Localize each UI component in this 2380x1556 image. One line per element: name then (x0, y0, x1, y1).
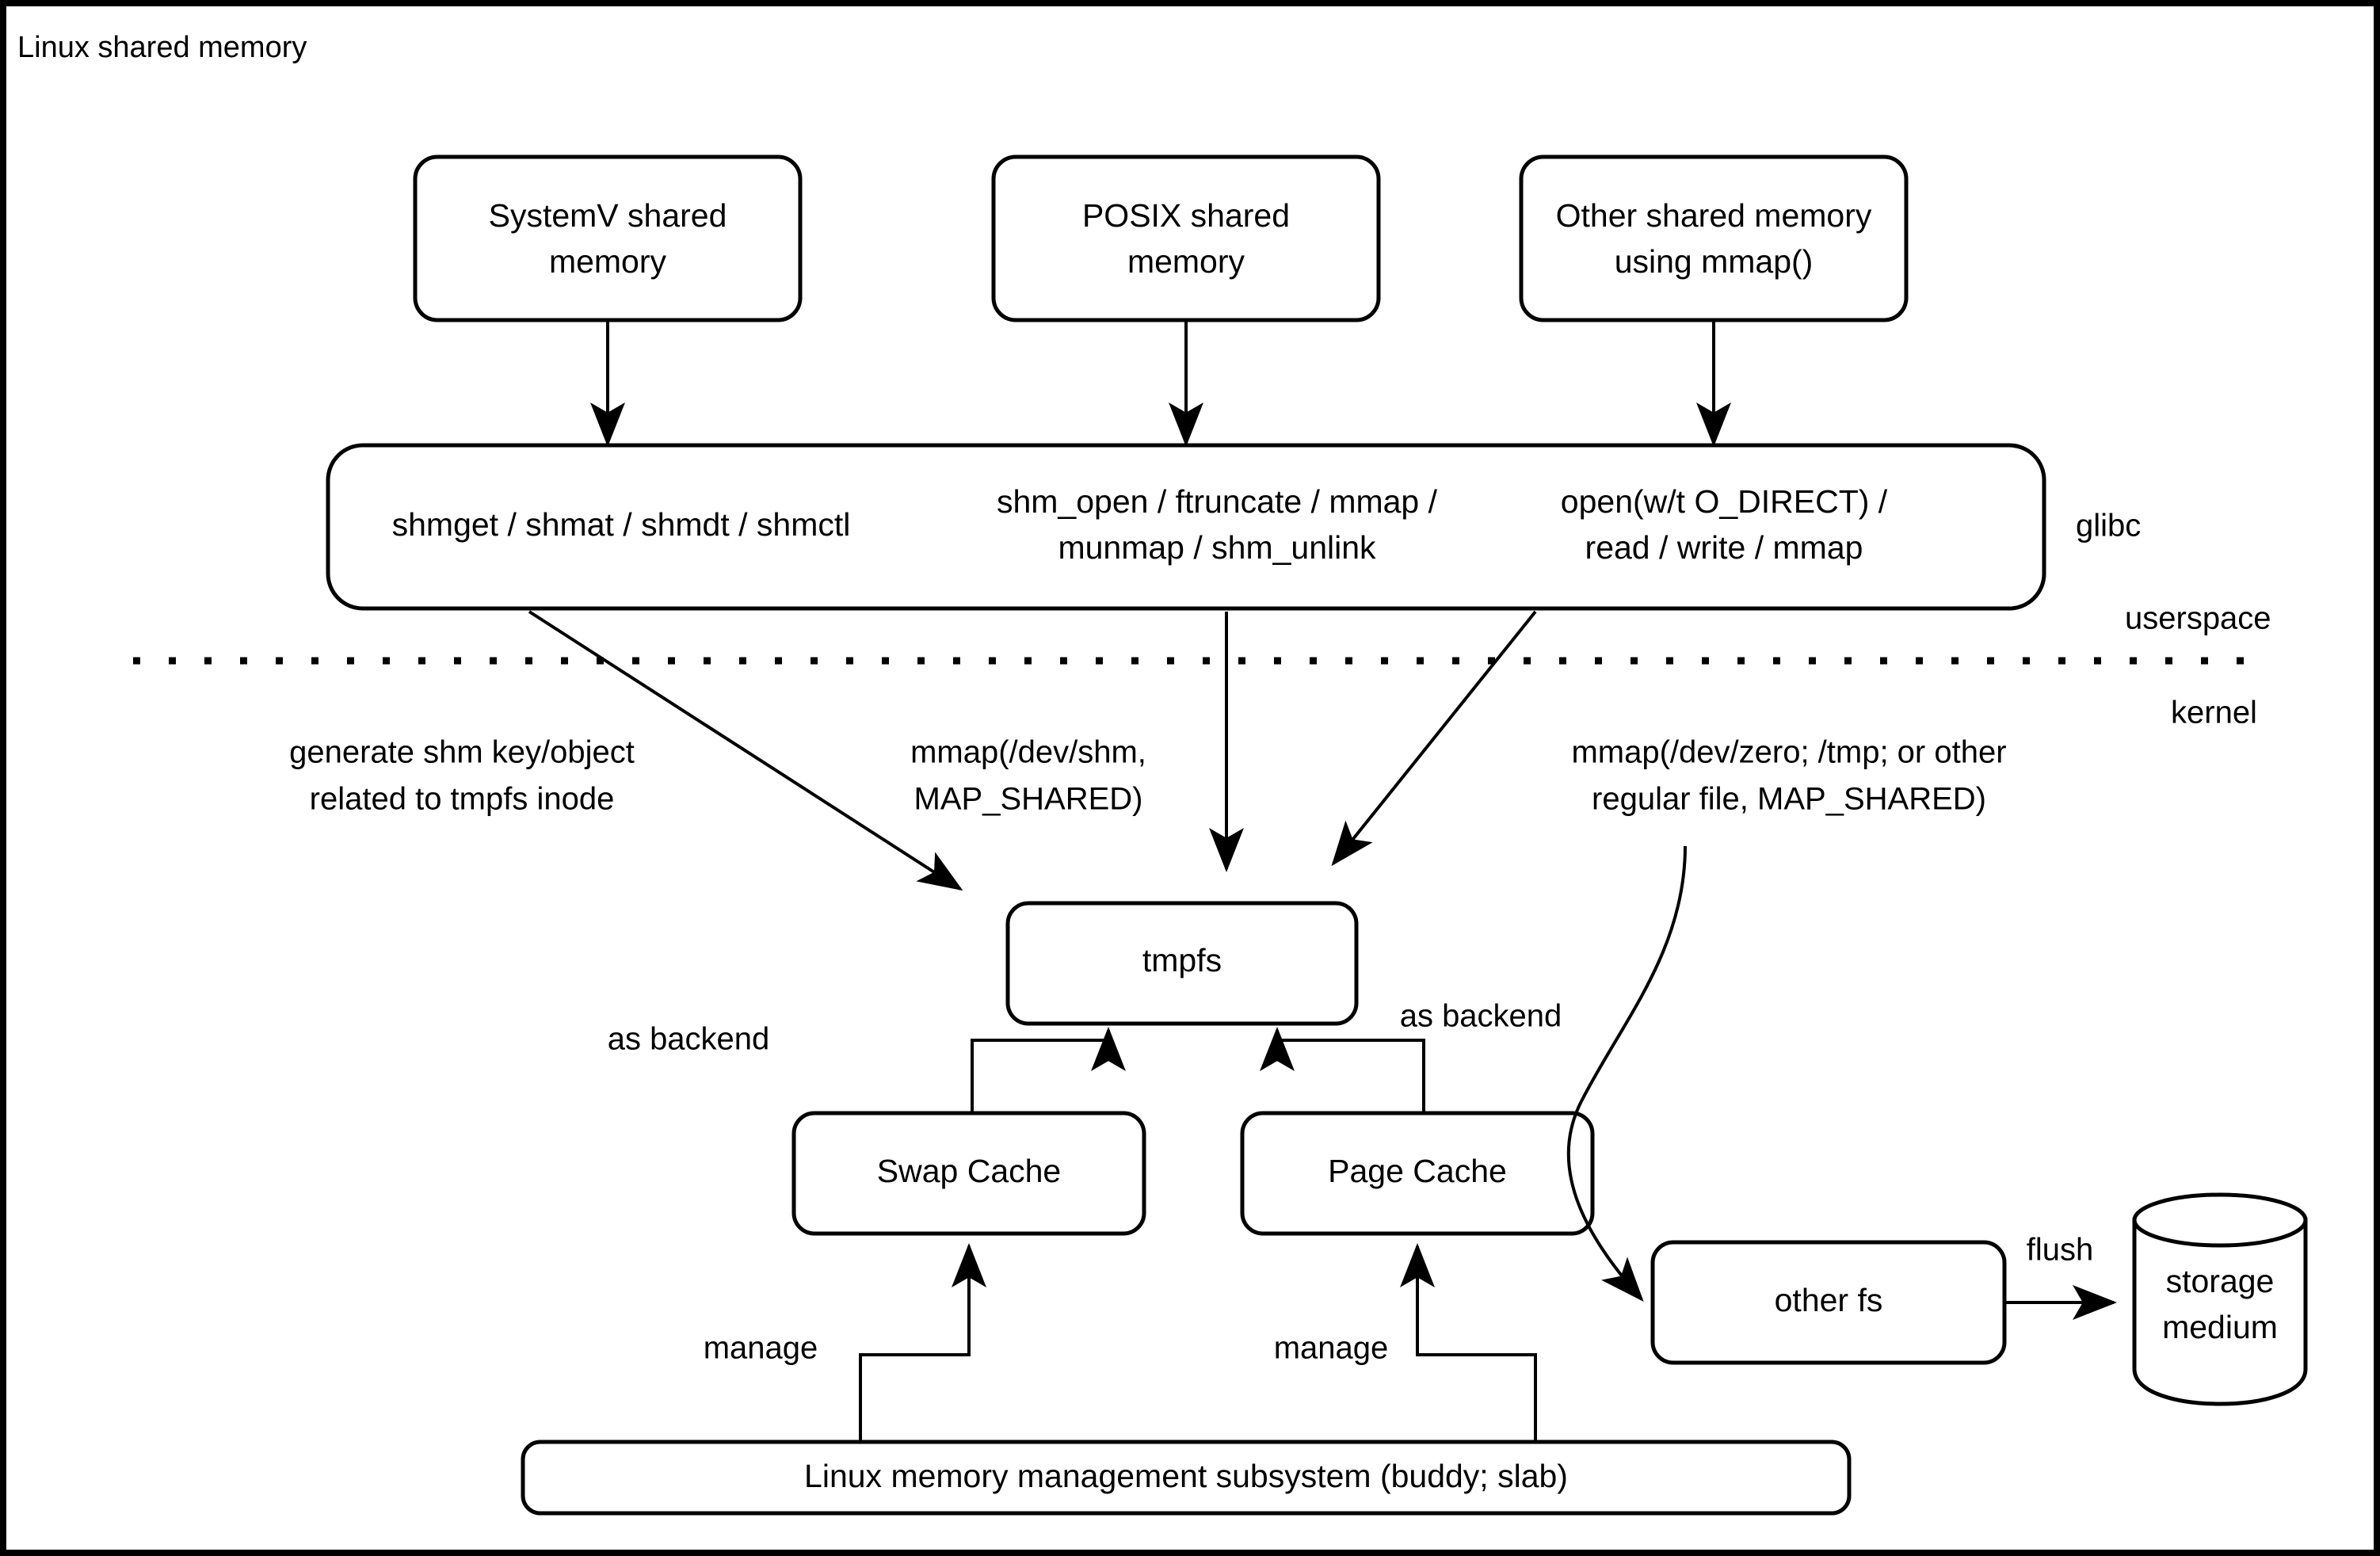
node-storage-medium-label-1: storage (2166, 1263, 2275, 1299)
annotation-mmap-shm-line-2: MAP_SHARED) (914, 782, 1143, 817)
node-mm-subsystem-label: Linux memory management subsystem (buddy… (804, 1458, 1568, 1494)
node-swap-cache[interactable]: Swap Cache (791, 1111, 1146, 1236)
arrow-mmap-other-to-tmpfs (1331, 610, 1537, 867)
edge-mmap-other-to-other-fs (1566, 845, 1687, 1302)
node-page-cache-label: Page Cache (1328, 1153, 1507, 1189)
annotation-shm-key-line-1: generate shm key/object (289, 735, 635, 770)
source-box-systemv[interactable]: SystemV shared memory (413, 154, 803, 322)
source-box-posix-label-1: POSIX shared (1082, 197, 1290, 234)
glibc-posix-api-label-2: munmap / shm_unlink (1058, 529, 1376, 566)
node-storage-medium-top (2132, 1192, 2308, 1248)
annotation-mmap-other-line-2: regular file, MAP_SHARED) (1592, 782, 1986, 817)
source-box-systemv-rect (413, 154, 803, 322)
source-box-other-mmap-label-1: Other shared memory (1556, 197, 1872, 234)
node-other-fs[interactable]: other fs (1650, 1240, 2007, 1365)
source-box-other-mmap-rect (1519, 154, 1909, 322)
source-box-systemv-label-1: SystemV shared (489, 197, 727, 234)
edge-mm-to-page-cache (1400, 1243, 1537, 1442)
node-page-cache-rect (1240, 1111, 1595, 1236)
node-page-cache[interactable]: Page Cache (1240, 1111, 1595, 1236)
edge-label-manage-right: manage (1274, 1331, 1389, 1366)
userspace-label: userspace (2125, 601, 2271, 636)
node-mm-subsystem-rect (521, 1440, 1852, 1516)
kernel-label: kernel (2171, 696, 2257, 730)
annotation-mmap-shm: mmap(/dev/shm, MAP_SHARED) (910, 735, 1146, 817)
edge-label-as-backend-left: as backend (608, 1022, 770, 1057)
edge-label-flush: flush (2027, 1233, 2094, 1268)
glibc-sysv-api-label: shmget / shmat / shmdt / shmctl (392, 506, 851, 543)
glibc-band[interactable]: shmget / shmat / shmdt / shmctl shm_open… (326, 443, 2046, 611)
annotation-mmap-shm-line-1: mmap(/dev/shm, (910, 735, 1146, 770)
source-box-other-mmap-label-2: using mmap() (1615, 243, 1814, 280)
source-box-posix-rect (991, 154, 1381, 322)
edge-mm-to-swap-cache (859, 1243, 986, 1442)
arrow-shm-key-to-tmpfs (528, 610, 963, 891)
source-box-posix-label-2: memory (1127, 243, 1245, 280)
glibc-band-rect (326, 443, 2046, 611)
source-box-systemv-label-2: memory (549, 243, 667, 280)
annotation-mmap-other: mmap(/dev/zero; /tmp; or other regular f… (1571, 735, 2006, 817)
node-tmpfs-label: tmpfs (1142, 942, 1222, 978)
edge-swap-cache-to-tmpfs (971, 1027, 1126, 1113)
edge-page-cache-to-tmpfs (1260, 1027, 1425, 1113)
annotation-shm-key: generate shm key/object related to tmpfs… (289, 735, 635, 817)
node-storage-medium[interactable]: storage medium (2132, 1192, 2308, 1406)
annotation-shm-key-line-2: related to tmpfs inode (310, 782, 615, 817)
annotation-mmap-other-line-1: mmap(/dev/zero; /tmp; or other (1571, 735, 2006, 770)
node-swap-cache-rect (791, 1111, 1146, 1236)
glibc-file-api-label-1: open(w/t O_DIRECT) / (1561, 483, 1888, 520)
edge-label-manage-left: manage (704, 1331, 818, 1366)
edge-label-as-backend-right: as backend (1400, 999, 1562, 1034)
node-mm-subsystem[interactable]: Linux memory management subsystem (buddy… (521, 1440, 1852, 1516)
source-box-posix[interactable]: POSIX shared memory (991, 154, 1381, 322)
node-swap-cache-label: Swap Cache (877, 1153, 1061, 1189)
glibc-posix-api-label-1: shm_open / ftruncate / mmap / (997, 483, 1438, 520)
node-tmpfs[interactable]: tmpfs (1005, 901, 1359, 1026)
page-title: Linux shared memory (17, 31, 307, 64)
node-other-fs-label: other fs (1775, 1282, 1883, 1318)
source-box-other-mmap[interactable]: Other shared memory using mmap() (1519, 154, 1909, 322)
node-tmpfs-rect (1005, 901, 1359, 1026)
node-storage-medium-body (2132, 1218, 2308, 1406)
glibc-side-label: glibc (2076, 509, 2141, 543)
node-storage-medium-label-2: medium (2162, 1309, 2278, 1345)
glibc-file-api-label-2: read / write / mmap (1585, 529, 1863, 566)
